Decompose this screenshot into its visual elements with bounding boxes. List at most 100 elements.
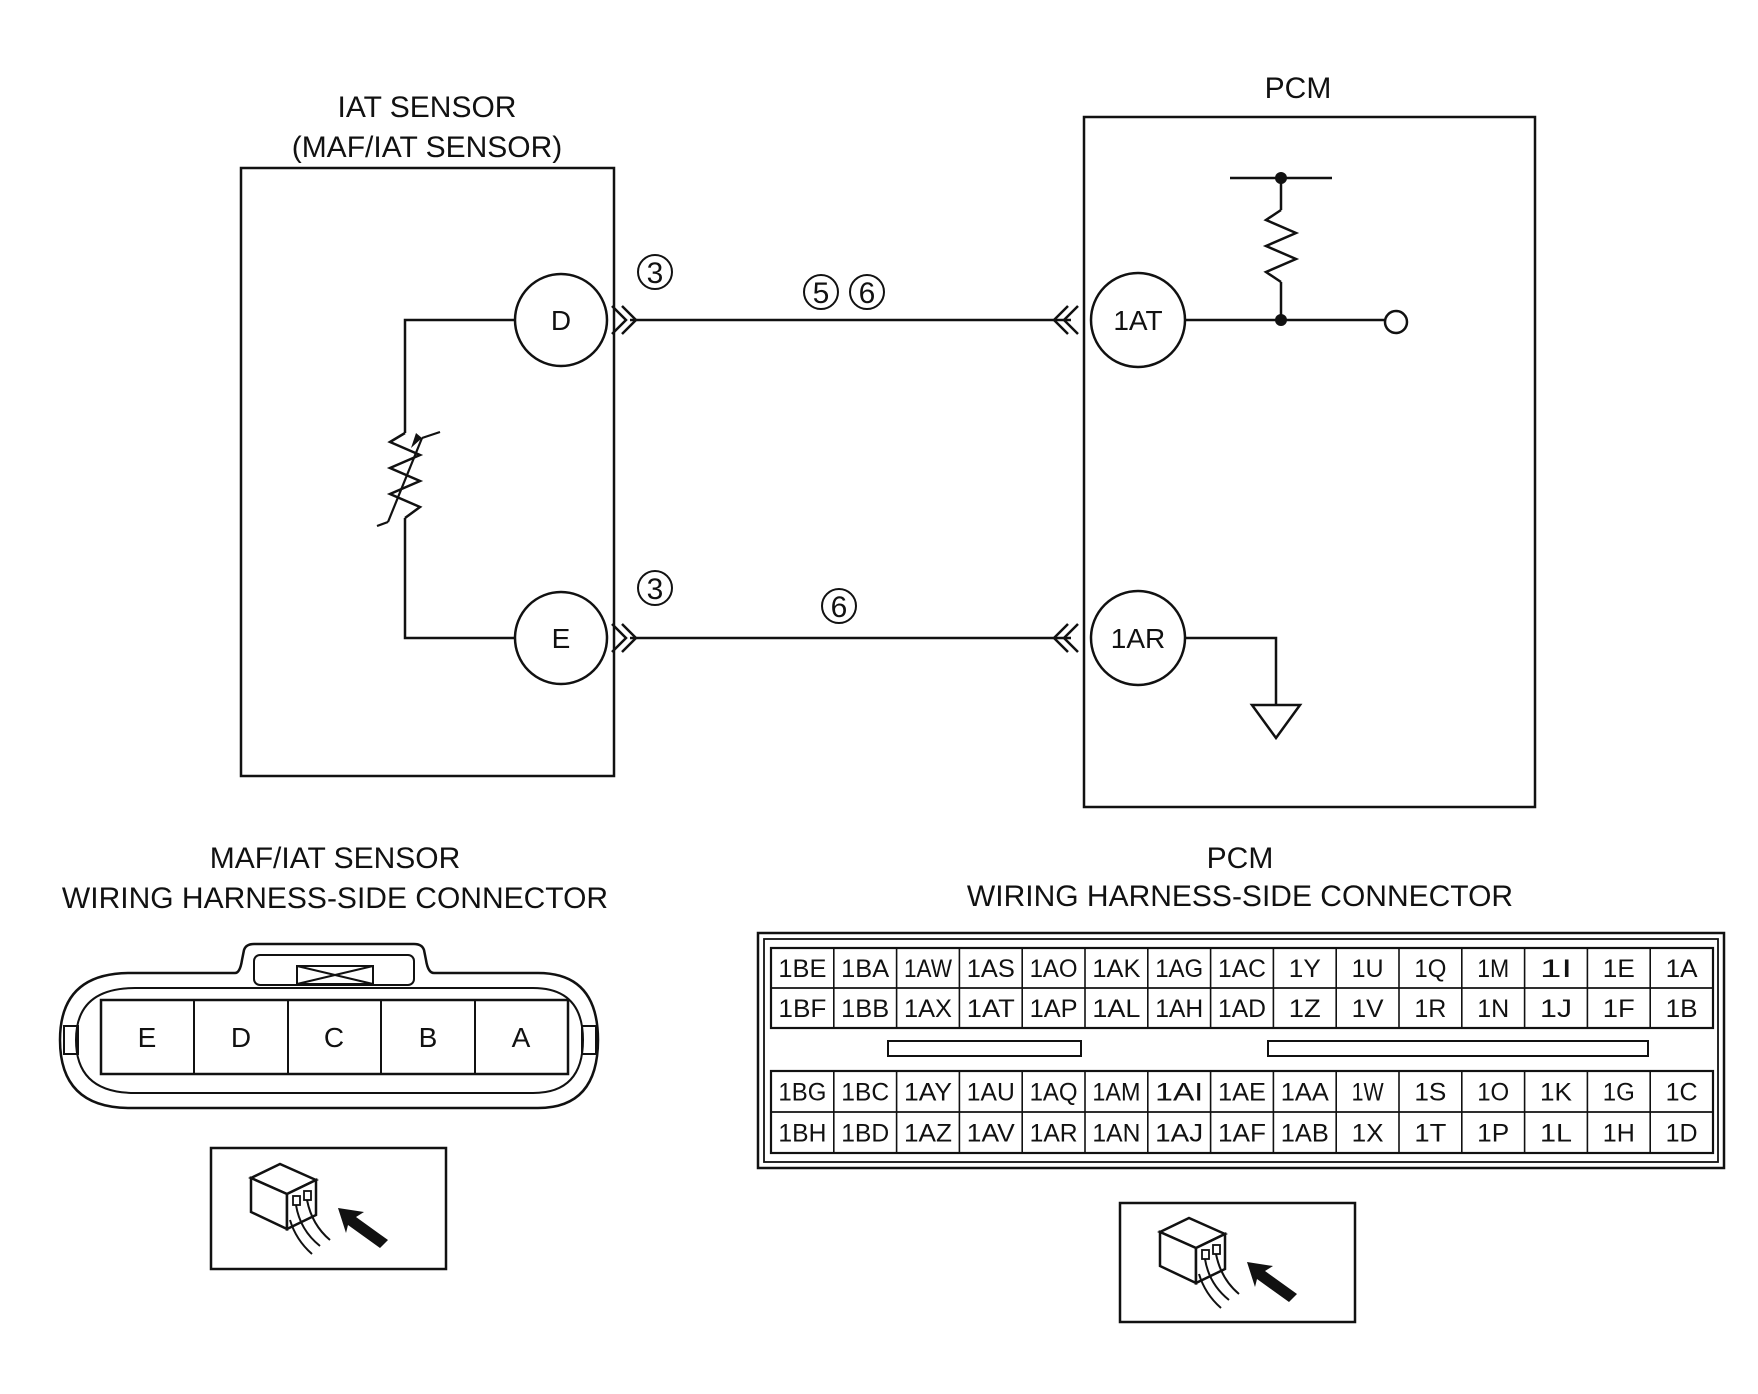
pcm-pin-label: 1I	[1540, 955, 1572, 983]
pcm-pin-label: 1E	[1603, 955, 1635, 983]
terminal-open-icon	[1383, 309, 1409, 335]
sensor-pin-e: E	[513, 590, 609, 686]
wire-tag: 3	[637, 254, 673, 290]
pcm-pin-label: 1AW	[904, 955, 952, 983]
pcm-pin-label: 1BF	[778, 995, 826, 1023]
pcm-pin-label: 1BA	[841, 955, 889, 983]
wire-tag: 6	[821, 588, 857, 624]
maf-connector: MAF/IAT SENSOR WIRING HARNESS-SIDE CONNE…	[58, 842, 608, 1271]
pcm-pin-label: 1T	[1414, 1120, 1446, 1148]
pcm-pin-label: 1AV	[967, 1120, 1015, 1148]
pcm-pin-label: 1BB	[841, 995, 889, 1023]
pcm-pin-label: 1AC	[1218, 955, 1266, 983]
pcm-pin-label: 1C	[1666, 1079, 1698, 1107]
pcm-pin-label: 1AG	[1155, 955, 1203, 983]
pcm-pin-label: 1AI	[1155, 1079, 1203, 1107]
svg-text:6: 6	[831, 591, 848, 624]
pcm-pin-label: 1AH	[1155, 995, 1203, 1023]
pcm-pin-label: 1AY	[904, 1079, 952, 1107]
pcm-pin-label: 1AD	[1218, 995, 1266, 1023]
thermistor-icon	[376, 430, 441, 528]
pcm-pin-label: 1H	[1603, 1120, 1635, 1148]
maf-pin-label: E	[138, 1022, 157, 1053]
pcm-pin-label: 1AZ	[904, 1120, 952, 1148]
connector-slot	[1267, 1040, 1649, 1057]
pcm-pin-label: 1AS	[967, 955, 1015, 983]
sensor-wire-top	[403, 318, 515, 433]
pcm-pin-label: 1O	[1477, 1079, 1509, 1107]
pcm-pin-label: 1BG	[778, 1079, 826, 1107]
pullup-resistor-icon	[1230, 172, 1332, 326]
svg-text:3: 3	[647, 257, 664, 290]
pcm-pin-label: 1U	[1352, 955, 1384, 983]
pcm-pin-label: 1BD	[841, 1120, 889, 1148]
pcm-connector-title-line1: PCM	[1207, 842, 1274, 875]
pcm-pin-label: 1M	[1477, 955, 1509, 983]
wire-tag: 3	[637, 570, 673, 606]
harness-wires: 3 5 6 3 6	[611, 254, 1079, 653]
pcm-pin-label: 1AO	[1030, 955, 1078, 983]
pcm-pin-label: 1G	[1603, 1079, 1635, 1107]
pcm-pin-label: 1AB	[1281, 1120, 1329, 1148]
pcm-connector-title-line2: WIRING HARNESS-SIDE CONNECTOR	[967, 880, 1513, 913]
pcm-pin-label: 1AN	[1092, 1120, 1140, 1148]
pcm-pin-label: 1AP	[1030, 995, 1078, 1023]
maf-pin-label: A	[512, 1022, 531, 1053]
sensor-box	[239, 166, 616, 778]
maf-connector-title-line1: MAF/IAT SENSOR	[210, 842, 461, 875]
svg-text:5: 5	[813, 277, 830, 310]
pcm-pin-label: 1A	[1666, 955, 1698, 983]
sensor-title-line2: (MAF/IAT SENSOR)	[292, 131, 563, 164]
pcm-pin-label: 1L	[1540, 1120, 1572, 1148]
pcm-pin-label: 1AJ	[1155, 1120, 1203, 1148]
pcm-pin-label: 1N	[1477, 995, 1509, 1023]
pcm-pin-label: 1AT	[967, 995, 1015, 1023]
pcm-pin-label: 1K	[1540, 1079, 1572, 1107]
maf-pin-label: C	[324, 1022, 344, 1053]
pcm-pin-label: 1Q	[1414, 955, 1446, 983]
sensor-title-line1: IAT SENSOR	[338, 91, 517, 124]
pcm-pin-label: 1AM	[1092, 1079, 1140, 1107]
pcm-pin-label: 1Y	[1289, 955, 1321, 983]
svg-text:3: 3	[647, 573, 664, 606]
pcm-title: PCM	[1265, 72, 1332, 105]
svg-text:1AR: 1AR	[1111, 623, 1165, 654]
svg-text:1AT: 1AT	[1113, 305, 1162, 336]
pcm-pin-label: 1J	[1540, 995, 1572, 1023]
connector-chevron-icon	[1052, 623, 1079, 653]
pcm-pin-label: 1AF	[1218, 1120, 1266, 1148]
pcm-pin-label: 1AU	[967, 1079, 1015, 1107]
pcm-block: PCM 1AT 1AR	[1082, 72, 1537, 809]
pcm-pin-label: 1B	[1666, 995, 1698, 1023]
pcm-pin-1at: 1AT	[1089, 271, 1187, 369]
wire-tag: 6	[849, 274, 885, 310]
pcm-pin-label: 1V	[1352, 995, 1384, 1023]
connector-chevron-icon	[611, 623, 638, 653]
connector-chevron-icon	[1052, 305, 1079, 335]
pcm-pin-label: 1BC	[841, 1079, 889, 1107]
maf-pin-label: D	[231, 1022, 251, 1053]
pcm-connector-housing	[756, 931, 1726, 1170]
svg-text:6: 6	[859, 277, 876, 310]
sensor-wire-bottom	[403, 518, 515, 640]
pcm-pin-label: 1BH	[778, 1120, 826, 1148]
pcm-pin-label: 1X	[1352, 1120, 1384, 1148]
pcm-pin-label: 1AK	[1092, 955, 1140, 983]
pcm-pin-1ar: 1AR	[1089, 589, 1187, 687]
svg-text:D: D	[551, 305, 571, 336]
sensor-pin-d: D	[513, 272, 609, 368]
pcm-pin-label: 1R	[1414, 995, 1446, 1023]
pcm-pin-label: 1Z	[1289, 995, 1321, 1023]
wire-tag: 5	[803, 274, 839, 310]
connector-slot	[887, 1040, 1082, 1057]
pcm-pin-label: 1AL	[1092, 995, 1140, 1023]
pcm-pin-label: 1D	[1666, 1120, 1698, 1148]
pcm-pin-label: 1F	[1603, 995, 1635, 1023]
harness-side-connector-icon	[1118, 1201, 1357, 1324]
pcm-pin-label: 1AR	[1030, 1120, 1078, 1148]
pcm-box	[1082, 115, 1537, 809]
ground-icon	[1185, 636, 1303, 741]
